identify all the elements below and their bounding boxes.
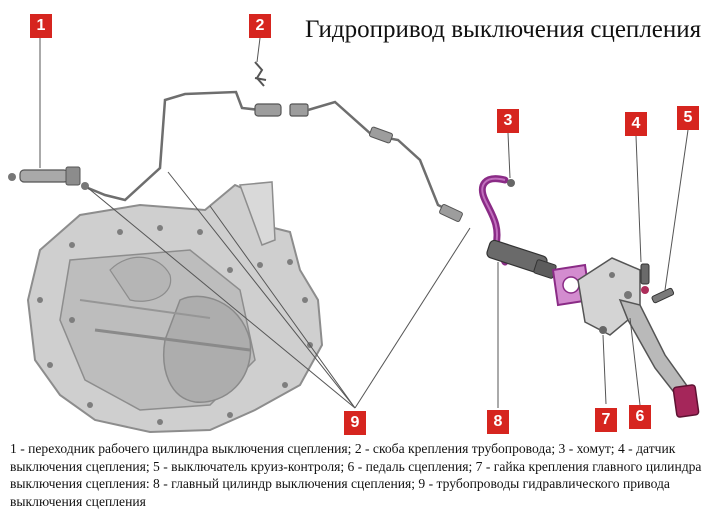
clutch-sensor	[640, 263, 650, 294]
callout-1: 1	[30, 14, 52, 38]
diagram-caption: 1 - переходник рабочего цилиндра выключе…	[10, 441, 702, 509]
clutch-pedal	[618, 298, 700, 418]
diagram-title: Гидропривод выключения сцепления	[305, 16, 702, 43]
pipe-bracket	[254, 61, 267, 87]
slave-cylinder-adapter	[8, 166, 89, 190]
callout-3: 3	[497, 109, 519, 133]
leader-lines	[39, 37, 689, 409]
callout-6: 6	[629, 405, 651, 429]
hydraulic-pipe-main	[307, 100, 459, 217]
cruise-control-switch	[651, 287, 675, 304]
callout-7: 7	[595, 408, 617, 432]
callout-4: 4	[625, 112, 647, 136]
hose-clamp	[507, 179, 515, 187]
callout-5: 5	[677, 106, 699, 130]
master-cylinder	[486, 239, 557, 279]
callout-2: 2	[249, 14, 271, 38]
callout-8: 8	[487, 410, 509, 434]
gearbox-housing	[26, 181, 324, 434]
callout-9: 9	[344, 411, 366, 435]
clutch-hydraulic-diagram	[8, 37, 700, 434]
hydraulic-pipe-rigid	[87, 90, 261, 202]
pipe-connector	[254, 103, 309, 117]
